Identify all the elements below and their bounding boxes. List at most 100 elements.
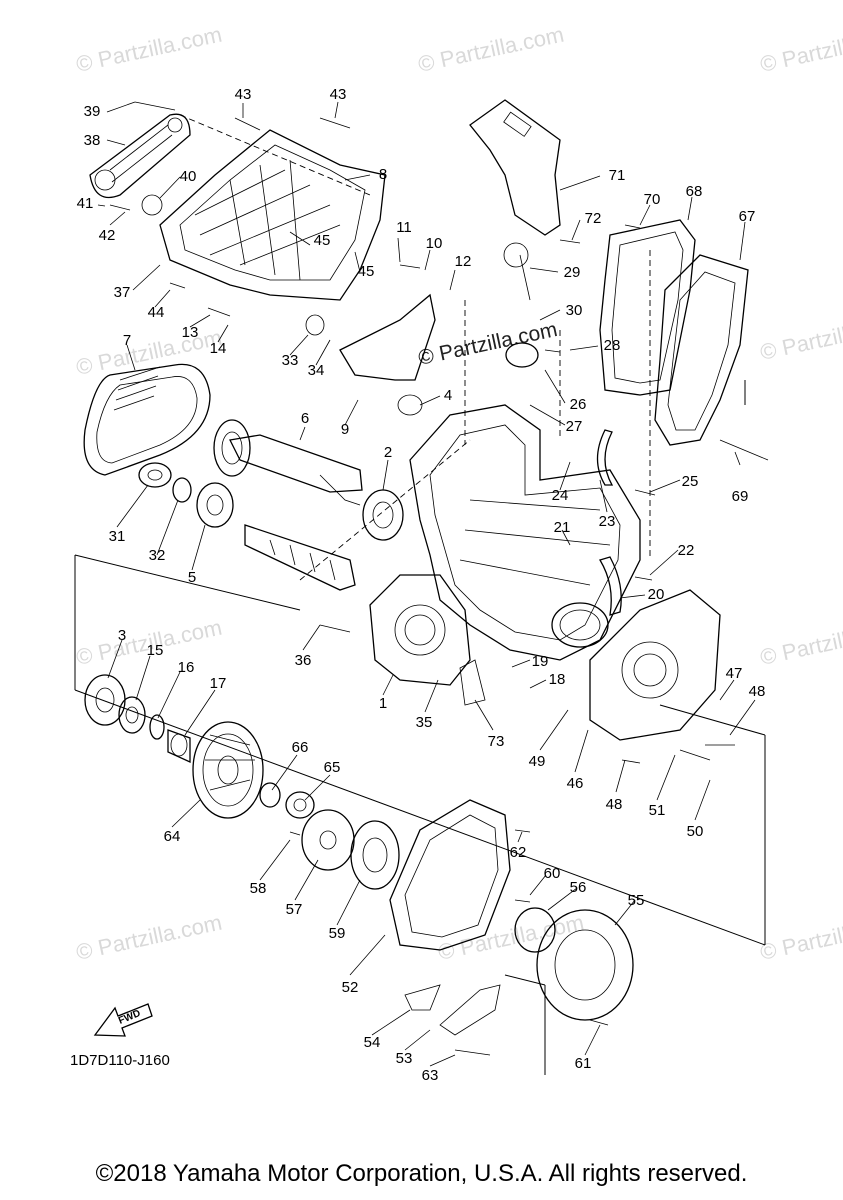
callout-6: 6 (301, 410, 309, 427)
bearing-stack (84, 674, 191, 764)
callout-15: 15 (147, 642, 164, 659)
fwd-arrow-icon: FWD (93, 1003, 153, 1037)
watermark-main-text: © Partzilla.com (416, 318, 559, 370)
callout-63: 63 (422, 1067, 439, 1084)
watermark-text: © Partzilla.com (758, 310, 843, 365)
callout-44: 44 (148, 304, 165, 321)
callout-56: 56 (570, 879, 587, 896)
callout-38: 38 (84, 132, 101, 149)
leader-lines (97, 101, 756, 1067)
diagram-code: 1D7D110-J160 (70, 1052, 170, 1069)
callout-13: 13 (182, 324, 199, 341)
watermark-text: © Partzilla.com (758, 615, 843, 670)
crankcase (409, 404, 641, 661)
plate-57 (301, 809, 355, 871)
assembly-guide-lines (74, 114, 766, 1075)
callout-53: 53 (396, 1050, 413, 1067)
callout-20: 20 (648, 586, 665, 603)
watermark-layer: © Partzilla.com © Partzilla.com © Partzi… (74, 22, 843, 965)
callout-7: 7 (123, 332, 131, 349)
callout-12: 12 (455, 253, 472, 270)
plate-56 (514, 907, 556, 953)
washer-32 (172, 477, 192, 503)
rear-pulley (192, 721, 264, 819)
callout-58: 58 (250, 880, 267, 897)
callout-48: 48 (606, 796, 623, 813)
hub-59 (350, 820, 400, 890)
callout-71: 71 (609, 167, 626, 184)
callout-61: 61 (575, 1055, 592, 1072)
side-cover (654, 254, 749, 446)
callout-3: 3 (118, 627, 126, 644)
callout-29: 29 (564, 264, 581, 281)
callout-65: 65 (324, 759, 341, 776)
callout-9: 9 (341, 421, 349, 438)
callout-62: 62 (510, 844, 527, 861)
crankshaft (213, 419, 363, 506)
washer-66 (259, 782, 281, 808)
callout-73: 73 (488, 733, 505, 750)
callout-57: 57 (286, 901, 303, 918)
callout-54: 54 (364, 1034, 381, 1051)
watermark-text: © Partzilla.com (416, 22, 566, 77)
copyright-notice: ©2018 Yamaha Motor Corporation, U.S.A. A… (95, 1160, 748, 1187)
fwd-label: FWD (117, 1008, 142, 1027)
callout-27: 27 (566, 418, 583, 435)
callout-32: 32 (149, 547, 166, 564)
callout-21: 21 (554, 519, 571, 536)
hardware-fasteners (109, 101, 769, 1056)
callout-8: 8 (379, 166, 387, 183)
callout-5: 5 (188, 569, 196, 586)
callout-14: 14 (210, 340, 227, 357)
callout-68: 68 (686, 183, 703, 200)
callout-33: 33 (282, 352, 299, 369)
parts-line-art: FWD 1D7D110-J160 (70, 99, 769, 1069)
right-housing (589, 589, 721, 741)
callout-55: 55 (628, 892, 645, 909)
transmission-shaft (196, 482, 356, 591)
front-case (369, 574, 471, 686)
callout-66: 66 (292, 739, 309, 756)
watermark-text: © Partzilla.com (74, 22, 224, 77)
callout-11: 11 (396, 219, 412, 236)
callout-43: 43 (235, 86, 252, 103)
round-cover-55 (536, 909, 634, 1021)
callout-36: 36 (295, 652, 312, 669)
nut-65 (285, 791, 315, 819)
callout-37: 37 (114, 284, 131, 301)
callout-22: 22 (678, 542, 695, 559)
callout-34: 34 (308, 362, 325, 379)
callout-70: 70 (644, 191, 661, 208)
callout-25: 25 (682, 473, 699, 490)
callout-52: 52 (342, 979, 359, 996)
callout-45: 45 (358, 263, 375, 280)
callout-17: 17 (210, 675, 227, 692)
callout-4: 4 (444, 387, 452, 404)
gear-31 (138, 462, 172, 488)
callout-49: 49 (529, 753, 546, 770)
drive-belt (83, 363, 211, 476)
callout-69: 69 (732, 488, 749, 505)
callout-48: 48 (749, 683, 766, 700)
callout-10: 10 (426, 235, 443, 252)
callout-35: 35 (416, 714, 433, 731)
watermark-text: © Partzilla.com (74, 325, 224, 380)
callout-45: 45 (314, 232, 331, 249)
callout-30: 30 (566, 302, 583, 319)
callout-41: 41 (77, 195, 94, 212)
callout-47: 47 (726, 665, 743, 682)
outer-cover (389, 799, 511, 951)
callout-1: 1 (379, 695, 387, 712)
watermark-text: © Partzilla.com (758, 22, 843, 77)
left-crankcase-cover (159, 129, 386, 301)
belt-guard (89, 113, 191, 199)
callout-16: 16 (178, 659, 195, 676)
bearing-2 (362, 489, 404, 541)
cover-gasket (599, 219, 696, 396)
watermark-text: © Partzilla.com (74, 910, 224, 965)
callout-26: 26 (570, 396, 587, 413)
callout-60: 60 (544, 865, 561, 882)
top-cover-plate (469, 99, 561, 236)
callout-72: 72 (585, 210, 602, 227)
